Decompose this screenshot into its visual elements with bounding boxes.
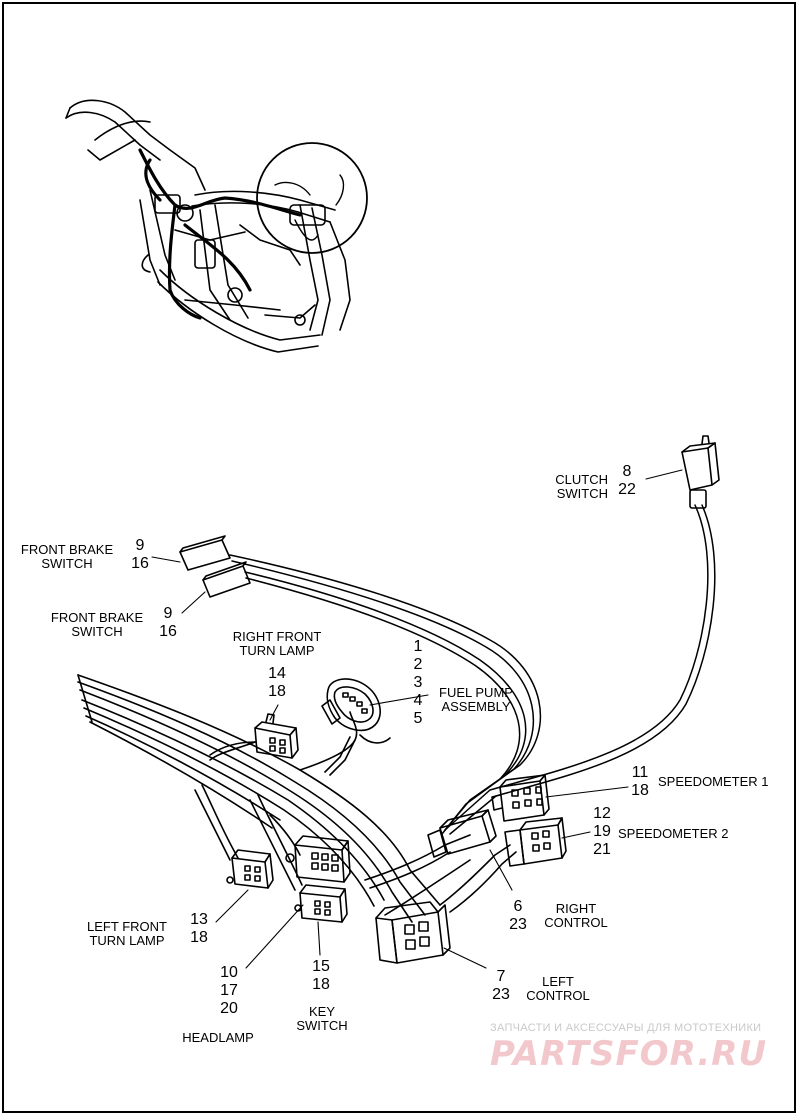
front-brake-switch-2-label: FRONT BRAKE SWITCH	[50, 610, 144, 639]
speedometer-2-label: SPEEDOMETER 2	[618, 826, 729, 841]
right-front-turn-lamp-label: RIGHT FRONT TURN LAMP	[232, 629, 322, 658]
leader-lines	[151, 469, 683, 969]
headlamp-connector	[285, 835, 351, 883]
clutch-switch-wires	[444, 504, 716, 835]
front-brake-switch-1-connector	[179, 535, 231, 571]
frame-overview-illustration	[65, 99, 368, 353]
speedometer-1-label: SPEEDOMETER 1	[658, 774, 769, 789]
watermark-subtitle: ЗАПЧАСТИ И АКСЕССУАРЫ ДЛЯ МОТОТЕХНИКИ	[490, 1022, 762, 1034]
frame-harness	[138, 148, 302, 320]
right-control-label: RIGHT CONTROL	[544, 901, 608, 930]
left-front-turn-connector	[226, 849, 274, 889]
frame-detail-wires	[274, 174, 345, 241]
main-harness-bundle	[77, 674, 517, 923]
left-control-connector	[375, 901, 451, 964]
speedometer-1-connector	[491, 774, 550, 822]
front-brake-switch-2-connector	[202, 561, 251, 598]
left-control-label: LEFT CONTROL	[526, 974, 590, 1003]
front-brake-switch-1-label: FRONT BRAKE SWITCH	[20, 542, 114, 571]
key-switch-label: KEY SWITCH	[296, 1004, 348, 1033]
key-switch-connector	[294, 884, 348, 923]
clutch-switch-label: CLUTCH SWITCH	[555, 472, 608, 501]
brake-switch-wires	[229, 554, 542, 835]
fuel-pump-label: FUEL PUMP ASSEMBLY	[439, 685, 513, 714]
speedometer-2-connector	[504, 817, 567, 867]
watermark-logo: PARTSFOR.RU	[490, 1034, 768, 1074]
right-control-connector	[427, 809, 497, 858]
clutch-switch-connector	[681, 435, 720, 509]
headlamp-label: HEADLAMP	[182, 1030, 254, 1045]
fuel-pump-connector	[321, 678, 391, 776]
left-front-turn-lamp-label: LEFT FRONT TURN LAMP	[87, 919, 167, 948]
right-front-turn-connector	[209, 713, 299, 759]
